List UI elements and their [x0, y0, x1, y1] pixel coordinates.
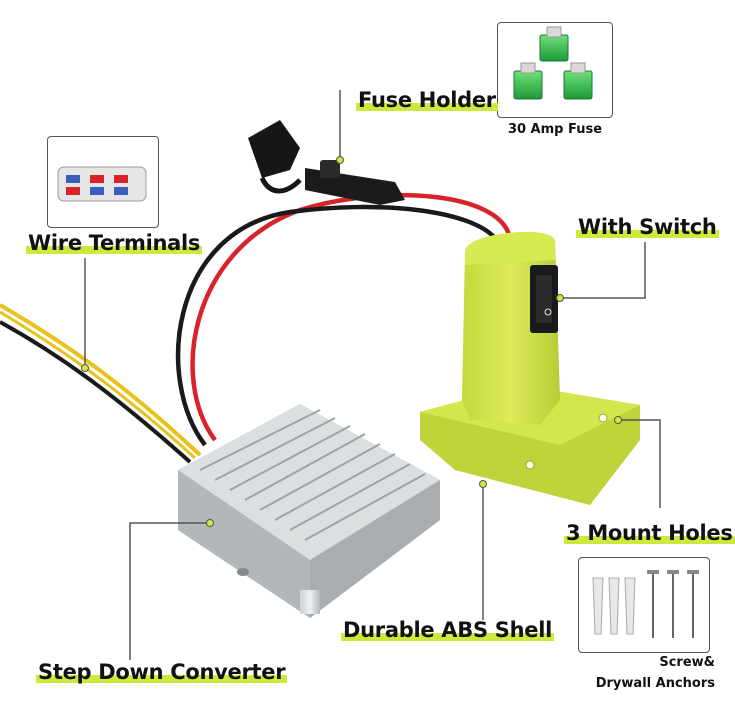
power-wires: [175, 192, 513, 447]
fuse-holder-body: [248, 120, 405, 205]
label-abs-shell: Durable ABS Shell: [341, 618, 555, 642]
label-step-down-converter: Step Down Converter: [36, 660, 288, 684]
abs-shell-body: [420, 231, 640, 505]
label-mount-holes: 3 Mount Holes: [564, 521, 735, 545]
screw-caption-line2: Drywall Anchors: [595, 676, 715, 691]
product-illustration: [0, 90, 661, 660]
label-with-switch: With Switch: [576, 215, 719, 239]
fuse-caption: 30 Amp Fuse: [507, 122, 603, 137]
wire-connector-icon: [57, 166, 147, 202]
label-fuse-holder: Fuse Holder: [356, 88, 498, 112]
yellow-wires: [0, 303, 202, 464]
pointer-dots: [81, 156, 622, 527]
screws-inset: [578, 557, 710, 653]
label-wire-terminals: Wire Terminals: [26, 231, 203, 255]
product-diagram: 30 Amp Fuse Screw& Drywall Anchors Fuse …: [0, 22, 735, 691]
converter-body: [178, 404, 440, 618]
fuse-inset: [497, 22, 613, 118]
screw-anchor-icon: [592, 570, 699, 638]
pointer-lines: [84, 90, 661, 660]
wire-terminals-inset: [47, 136, 159, 228]
screw-caption-line1: Screw&: [659, 655, 715, 670]
fuse-icon: [513, 26, 593, 100]
